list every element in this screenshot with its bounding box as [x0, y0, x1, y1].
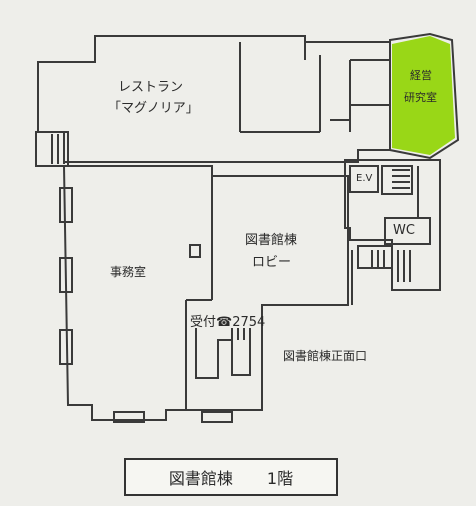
entrance-label: 図書館棟正面口 — [283, 349, 368, 363]
reception-label: 受付☎2754 — [190, 315, 266, 330]
highlighted-room-label-line2: 研究室 — [404, 91, 437, 104]
elevator-label: E.V — [356, 173, 373, 184]
reception-counter — [195, 328, 251, 379]
highlighted-room-fill — [392, 36, 455, 155]
caption-building: 図書館棟 — [168, 469, 233, 488]
lobby-label-line2: ロビー — [252, 255, 292, 270]
toilet-label: WC — [393, 223, 415, 238]
floor-caption: 図書館棟 1階 — [124, 458, 338, 496]
wc-box — [384, 217, 431, 245]
lobby-label-line1: 図書館棟 — [245, 233, 298, 248]
stair-left — [35, 131, 69, 167]
office-label: 事務室 — [110, 265, 147, 279]
restaurant-label-line1: レストラン — [118, 80, 184, 95]
elevator-box — [349, 165, 379, 193]
service-core-wall — [344, 159, 441, 291]
restaurant-wall — [37, 35, 391, 163]
caption-floor: 1階 — [266, 469, 294, 488]
highlighted-room-label-line1: 経営 — [410, 69, 432, 82]
office-lobby-wall — [62, 165, 349, 421]
restaurant-label-line2: 「マグノリア」 — [108, 101, 199, 116]
